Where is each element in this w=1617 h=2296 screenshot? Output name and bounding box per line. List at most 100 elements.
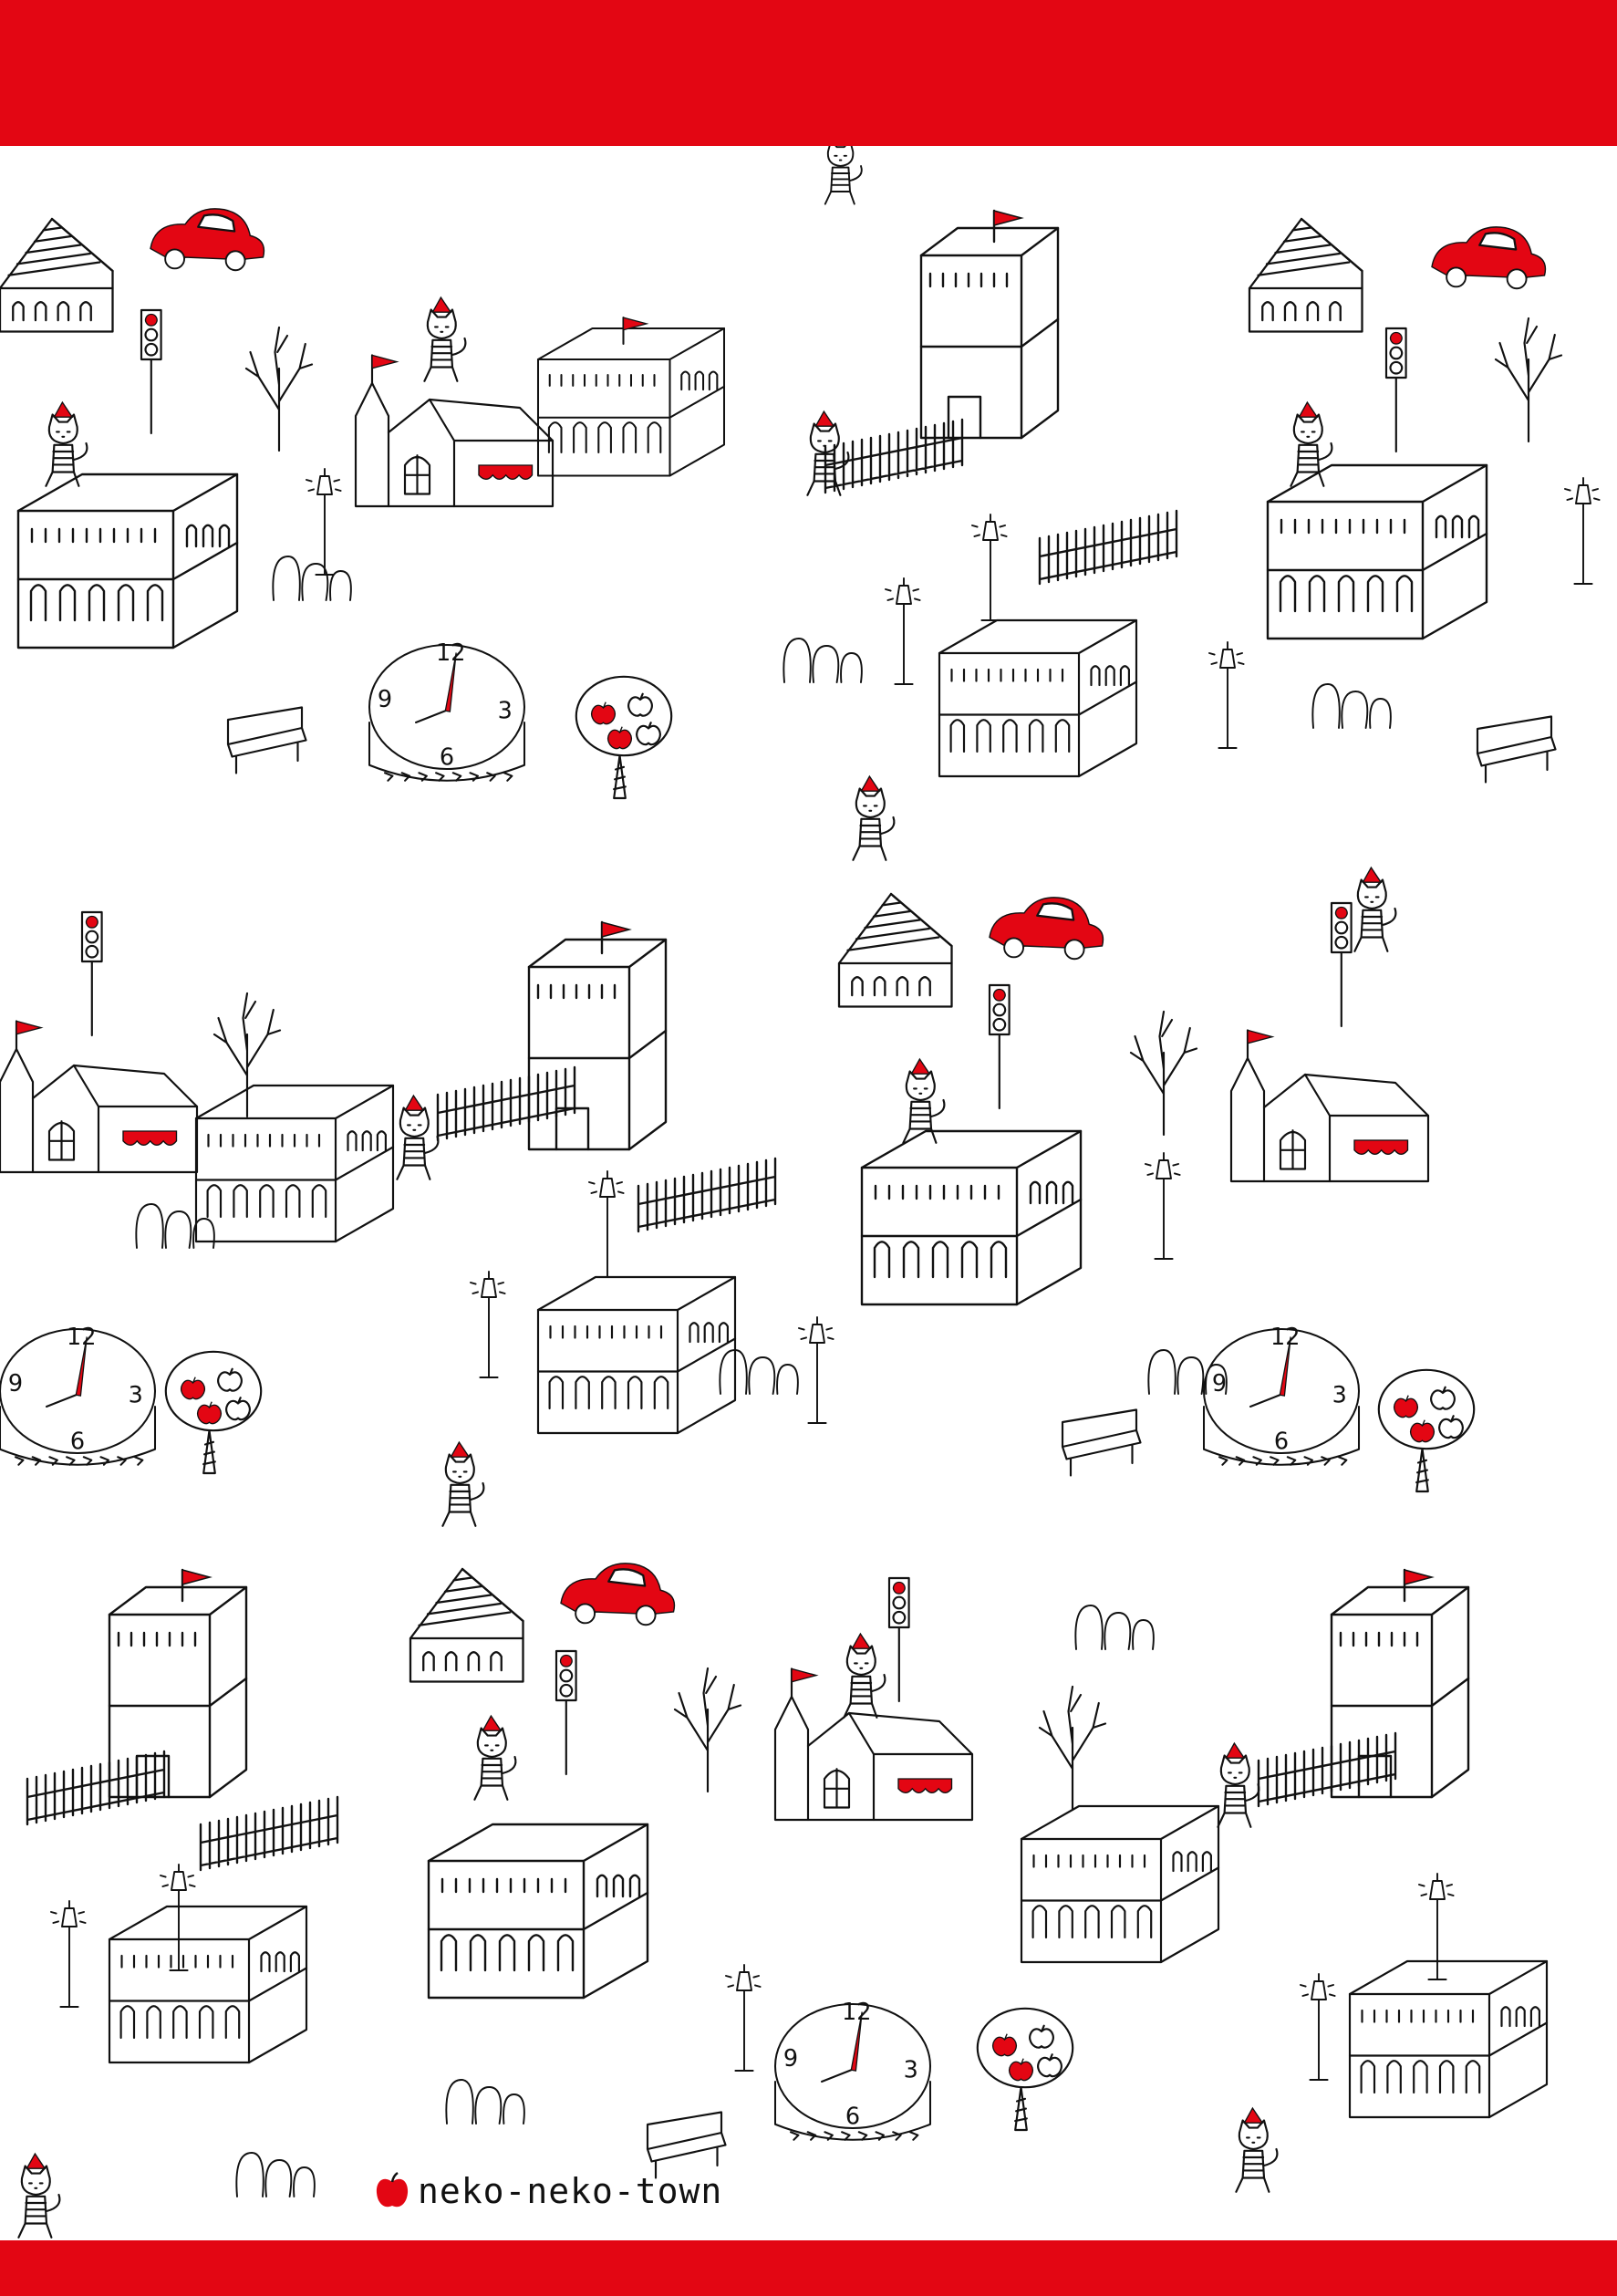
street-lamp-icon bbox=[1418, 1873, 1455, 1980]
clock-numeral: 12 bbox=[436, 639, 465, 667]
bush-icon bbox=[719, 1349, 799, 1395]
traffic-light-icon bbox=[1330, 901, 1353, 1028]
bush-icon bbox=[235, 2152, 316, 2197]
bush-icon bbox=[1074, 1605, 1155, 1650]
clock-numeral: 9 bbox=[1212, 1370, 1227, 1397]
bench-icon bbox=[1476, 715, 1557, 784]
fence-icon bbox=[26, 1750, 166, 1826]
building-icon bbox=[938, 618, 1138, 778]
traffic-light-icon bbox=[555, 1649, 577, 1776]
street-lamp-icon bbox=[1300, 1973, 1336, 2081]
building-icon bbox=[0, 217, 114, 333]
building-icon bbox=[0, 1020, 199, 1174]
tree-icon bbox=[244, 326, 314, 452]
tree-icon bbox=[212, 992, 282, 1118]
building-icon bbox=[194, 1084, 395, 1243]
fence-icon bbox=[1257, 1731, 1397, 1808]
fence-icon bbox=[1038, 509, 1178, 586]
clock-numeral: 6 bbox=[1274, 1429, 1289, 1456]
bench-icon bbox=[1061, 1408, 1142, 1477]
traffic-light-icon bbox=[988, 983, 1011, 1110]
clock-numeral: 3 bbox=[129, 1382, 143, 1409]
tree-icon bbox=[1494, 317, 1563, 443]
clock-numeral: 12 bbox=[1270, 1324, 1300, 1351]
tower-icon bbox=[108, 1568, 248, 1799]
cat-icon bbox=[843, 1632, 886, 1719]
car-icon bbox=[989, 897, 1104, 961]
brand-logo: neko-neko-town bbox=[374, 2164, 722, 2218]
building-icon bbox=[409, 1567, 524, 1683]
street-lamp-icon bbox=[50, 1900, 87, 2008]
clock-icon: 12 3 6 9 bbox=[368, 639, 526, 782]
building-icon bbox=[860, 1129, 1083, 1306]
cat-icon bbox=[1217, 1741, 1260, 1828]
traffic-light-icon bbox=[887, 1576, 910, 1703]
bush-icon bbox=[1147, 1349, 1228, 1395]
fence-icon bbox=[637, 1157, 777, 1233]
clock-numeral: 3 bbox=[498, 698, 513, 725]
tower-icon bbox=[527, 920, 668, 1151]
building-icon bbox=[1266, 463, 1488, 640]
fence-icon bbox=[199, 1795, 339, 1872]
cat-icon bbox=[423, 296, 467, 382]
clock-icon: 12 3 6 9 bbox=[1202, 1324, 1361, 1466]
building-icon bbox=[16, 473, 239, 649]
clock-numeral: 9 bbox=[8, 1370, 23, 1397]
apple-tree-icon bbox=[1377, 1368, 1476, 1493]
car-icon bbox=[560, 1563, 676, 1626]
street-lamp-icon bbox=[798, 1316, 834, 1424]
building-icon bbox=[773, 1667, 974, 1822]
cat-icon bbox=[852, 774, 896, 861]
bench-icon bbox=[226, 706, 307, 774]
clock-numeral: 3 bbox=[1332, 1382, 1347, 1409]
building-icon bbox=[354, 354, 555, 508]
cat-icon bbox=[902, 1057, 946, 1144]
clock-numeral: 6 bbox=[70, 1429, 85, 1456]
clock-numeral: 9 bbox=[783, 2045, 798, 2073]
street-lamp-icon bbox=[306, 468, 342, 576]
cat-icon bbox=[1235, 2106, 1279, 2193]
tree-icon bbox=[673, 1667, 742, 1793]
street-lamp-icon bbox=[1564, 477, 1601, 585]
bench-icon bbox=[646, 2111, 727, 2179]
clock-icon: 12 3 6 9 bbox=[0, 1324, 157, 1466]
bush-icon bbox=[272, 556, 352, 601]
street-lamp-icon bbox=[1208, 641, 1245, 749]
cat-icon bbox=[441, 1440, 485, 1527]
building-icon bbox=[1020, 1804, 1220, 1964]
street-lamp-icon bbox=[160, 1864, 196, 1971]
traffic-light-icon bbox=[80, 910, 103, 1037]
street-lamp-icon bbox=[885, 577, 921, 685]
top-red-band bbox=[0, 0, 1617, 146]
street-lamp-icon bbox=[588, 1170, 625, 1278]
bush-icon bbox=[445, 2079, 525, 2125]
street-lamp-icon bbox=[470, 1271, 506, 1378]
building-icon bbox=[837, 892, 953, 1008]
bottom-red-band bbox=[0, 2240, 1617, 2296]
cat-icon bbox=[17, 2152, 61, 2239]
clock-numeral: 9 bbox=[378, 686, 392, 713]
cat-icon bbox=[806, 410, 850, 496]
building-icon bbox=[1229, 1029, 1430, 1183]
clock-numeral: 6 bbox=[440, 744, 454, 772]
clock-numeral: 12 bbox=[67, 1324, 96, 1351]
traffic-light-icon bbox=[140, 308, 162, 435]
apple-icon bbox=[376, 2171, 409, 2208]
apple-tree-icon bbox=[164, 1350, 263, 1475]
cat-icon bbox=[1353, 866, 1397, 952]
building-icon bbox=[1348, 1959, 1549, 2119]
building-icon bbox=[1248, 217, 1363, 333]
cat-icon bbox=[473, 1714, 517, 1801]
building-icon bbox=[536, 1275, 737, 1435]
tower-icon bbox=[1330, 1568, 1470, 1799]
brand-name: neko-neko-town bbox=[418, 2171, 723, 2211]
traffic-light-icon bbox=[1384, 327, 1407, 453]
bush-icon bbox=[1311, 683, 1392, 729]
bush-icon bbox=[783, 638, 863, 683]
cat-icon bbox=[396, 1094, 440, 1180]
car-icon bbox=[150, 208, 265, 272]
building-icon bbox=[536, 317, 726, 477]
